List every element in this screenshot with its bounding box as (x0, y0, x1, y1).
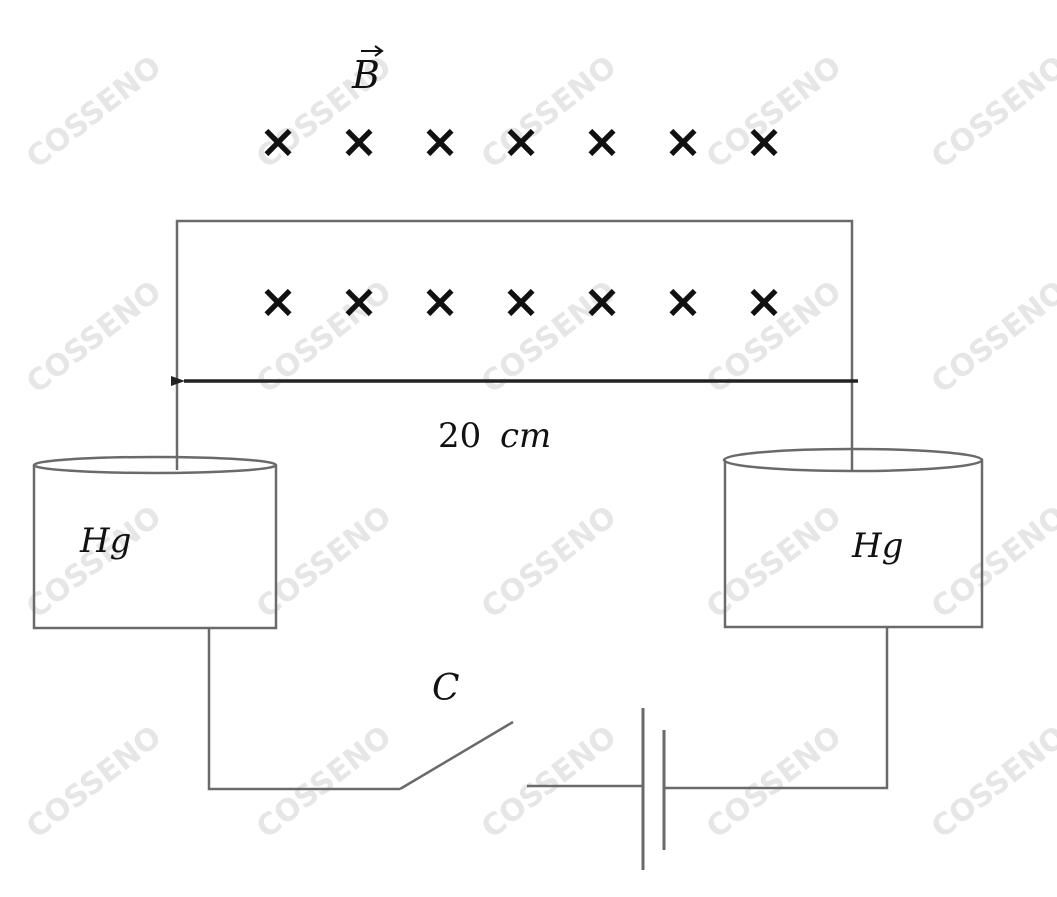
watermark-text: COSSENO (925, 274, 1057, 400)
right-circuit-wire (664, 627, 889, 790)
field-cross-icon: × (259, 114, 298, 168)
field-cross-icon: × (259, 274, 298, 328)
watermark-text: COSSENO (475, 499, 623, 625)
field-symbol-text: B (351, 53, 380, 97)
watermark-text: COSSENO (250, 719, 398, 845)
field-cross-icon: × (421, 114, 460, 168)
watermark-text: COSSENO (925, 719, 1057, 845)
field-cross-icon: × (421, 274, 460, 328)
battery-icon (641, 708, 666, 870)
length-unit: cm (500, 416, 551, 456)
right-cup-label: Hg (851, 526, 903, 566)
rod-frame (175, 219, 854, 470)
watermark-text: COSSENO (20, 719, 168, 845)
length-number: 20 (438, 416, 481, 456)
field-label: B (351, 45, 384, 97)
watermark-text: COSSENO (700, 499, 848, 625)
field-cross-icon: × (502, 274, 541, 328)
watermark-text: COSSENO (700, 719, 848, 845)
switch-label: C (432, 668, 460, 709)
field-cross-icon: × (664, 274, 703, 328)
watermark-text: COSSENO (20, 49, 168, 175)
magnetic-field-markers: × × × × × × × × × × × × × × (259, 114, 784, 328)
field-cross-icon: × (340, 274, 379, 328)
field-cross-icon: × (502, 114, 541, 168)
field-cross-icon: × (664, 114, 703, 168)
field-cross-icon: × (745, 114, 784, 168)
watermark-text: COSSENO (925, 499, 1057, 625)
field-cross-icon: × (583, 274, 622, 328)
field-cross-icon: × (340, 114, 379, 168)
switch-blade (399, 720, 514, 791)
watermark-text: COSSENO (475, 719, 623, 845)
watermark-text: COSSENO (925, 49, 1057, 175)
field-cross-icon: × (745, 274, 784, 328)
watermark-text: COSSENO (20, 499, 168, 625)
left-cup-label: Hg (79, 521, 131, 561)
watermark-text: COSSENO (250, 499, 398, 625)
left-circuit-wire (207, 628, 400, 791)
field-cross-icon: × (583, 114, 622, 168)
right-mercury-cup: Hg (722, 447, 984, 629)
length-label: 20 cm (438, 416, 551, 456)
left-mercury-cup: Hg (32, 455, 278, 630)
watermark-text: COSSENO (20, 274, 168, 400)
vector-arrow-icon (361, 45, 384, 57)
